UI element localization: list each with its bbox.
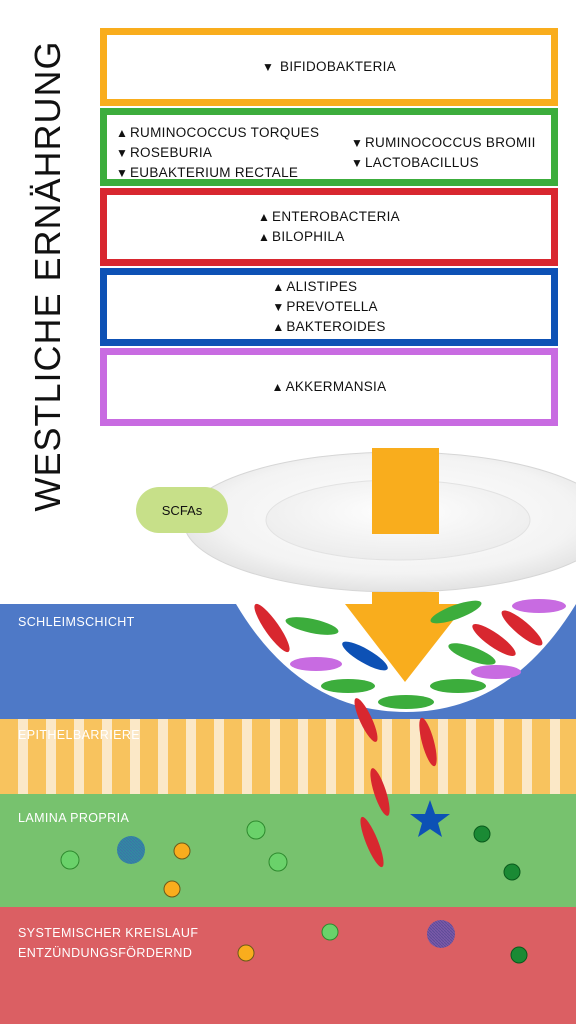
taxon-label: BAKTEROIDES bbox=[286, 319, 386, 334]
taxon-row: ▼RUMINOCOCCUS BROMII bbox=[351, 133, 536, 153]
taxon-label: ALISTIPES bbox=[286, 279, 358, 294]
circulation-layer: SYSTEMISCHER KREISLAUF ENTZÜNDUNGSFÖRDER… bbox=[0, 907, 576, 1024]
taxon-label: LACTOBACILLUS bbox=[365, 155, 479, 170]
taxon-label: RUMINOCOCCUS TORQUES bbox=[130, 125, 320, 140]
immune-cells-icon bbox=[60, 800, 521, 898]
flow-arrow-icon bbox=[345, 448, 466, 682]
triangle-down-icon: ▼ bbox=[116, 166, 129, 180]
scfa-badge: SCFAs bbox=[136, 487, 228, 533]
star-icon bbox=[410, 800, 450, 837]
circulation-label-line2: ENTZÜNDUNGSFÖRDERND bbox=[18, 946, 193, 960]
taxon-label: BIFIDOBAKTERIA bbox=[280, 59, 397, 74]
taxon-row: ▼ BIFIDOBAKTERIA bbox=[262, 57, 396, 77]
taxon-column-right: ▼RUMINOCOCCUS BROMII ▼LACTOBACILLUS bbox=[351, 133, 536, 173]
triangle-down-icon: ▼ bbox=[351, 156, 364, 170]
triangle-up-icon: ▲ bbox=[116, 126, 129, 140]
taxon-label: ENTEROBACTERIA bbox=[272, 209, 400, 224]
epithelium-layer: EPITHELBARRIERE bbox=[0, 719, 576, 794]
taxon-row: ▼EUBAKTERIUM RECTALE bbox=[116, 163, 319, 183]
circulating-cells-icon bbox=[237, 920, 528, 964]
box-proteobacteria: ▲ENTEROBACTERIA ▲BILOPHILA bbox=[100, 188, 558, 266]
triangle-up-icon: ▲ bbox=[272, 320, 285, 334]
taxon-row: ▼PREVOTELLA bbox=[272, 297, 378, 317]
taxon-label: PREVOTELLA bbox=[286, 299, 378, 314]
taxon-label: ROSEBURIA bbox=[130, 145, 213, 160]
triangle-up-icon: ▲ bbox=[258, 210, 271, 224]
taxon-row: ▲ALISTIPES bbox=[272, 277, 357, 297]
triangle-down-icon: ▼ bbox=[351, 136, 364, 150]
taxon-label: BILOPHILA bbox=[272, 229, 345, 244]
taxon-row: ▼LACTOBACILLUS bbox=[351, 153, 536, 173]
translocating-bacteria-icon bbox=[354, 698, 437, 868]
triangle-up-icon: ▲ bbox=[271, 380, 284, 394]
taxon-row: ▼ROSEBURIA bbox=[116, 143, 319, 163]
taxon-column-left: ▲RUMINOCOCCUS TORQUES ▼ROSEBURIA ▼EUBAKT… bbox=[116, 123, 319, 183]
taxon-row: ▲BAKTEROIDES bbox=[272, 317, 385, 337]
taxon-label: EUBAKTERIUM RECTALE bbox=[130, 165, 299, 180]
box-bacteroidetes: ▲ALISTIPES ▼PREVOTELLA ▲BAKTEROIDES bbox=[100, 268, 558, 346]
lamina-propria-layer: LAMINA PROPRIA bbox=[0, 794, 576, 907]
circulation-label-line1: SYSTEMISCHER KREISLAUF bbox=[18, 926, 199, 940]
triangle-up-icon: ▲ bbox=[258, 230, 271, 244]
triangle-down-icon: ▼ bbox=[272, 300, 285, 314]
triangle-up-icon: ▲ bbox=[272, 280, 285, 294]
taxon-label: RUMINOCOCCUS BROMII bbox=[365, 135, 536, 150]
box-bifidobakteria: ▼ BIFIDOBAKTERIA bbox=[100, 28, 558, 106]
epithelium-layer-label: EPITHELBARRIERE bbox=[18, 728, 141, 742]
box-firmicutes: ▲RUMINOCOCCUS TORQUES ▼ROSEBURIA ▼EUBAKT… bbox=[100, 108, 558, 186]
triangle-down-icon: ▼ bbox=[261, 60, 275, 74]
taxon-row: ▲AKKERMANSIA bbox=[272, 377, 387, 397]
taxon-row: ▲ENTEROBACTERIA bbox=[258, 207, 400, 227]
taxon-row: ▲BILOPHILA bbox=[258, 227, 344, 247]
lamina-propria-label: LAMINA PROPRIA bbox=[18, 811, 130, 825]
triangle-down-icon: ▼ bbox=[116, 146, 129, 160]
mucus-layer-label: SCHLEIMSCHICHT bbox=[18, 615, 135, 629]
taxon-row: ▲RUMINOCOCCUS TORQUES bbox=[116, 123, 319, 143]
box-verrucomicrobia: ▲AKKERMANSIA bbox=[100, 348, 558, 426]
taxon-label: AKKERMANSIA bbox=[285, 379, 387, 394]
gut-bacteria-icon bbox=[254, 599, 566, 709]
